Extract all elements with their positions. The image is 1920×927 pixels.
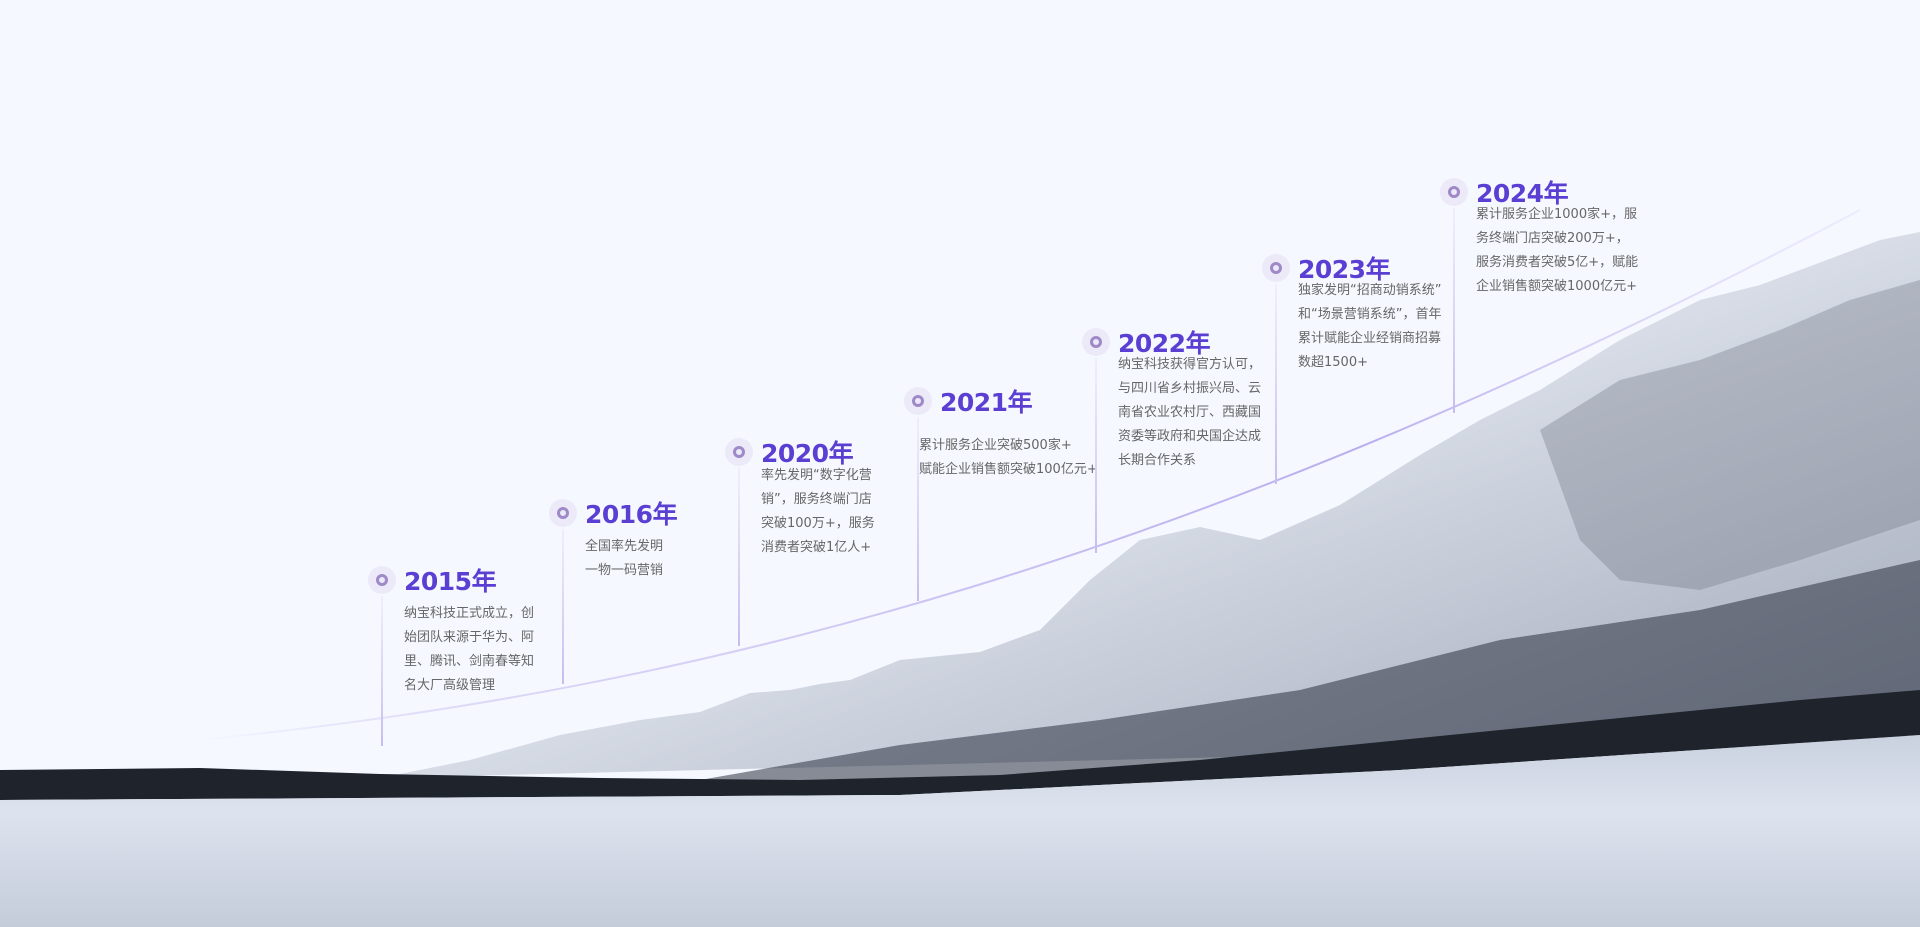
timeline-marker-icon [1082, 328, 1110, 356]
milestone-description: 纳宝科技正式成立，创 始团队来源于华为、阿 里、腾讯、剑南春等知 名大厂高级管理 [404, 606, 535, 693]
milestone-description: 纳宝科技获得官方认可， 与四川省乡村振兴局、云 南省农业农村厅、西藏国 资委等政… [1118, 357, 1262, 468]
timeline-connector-line [917, 417, 919, 601]
timeline-connector-line [738, 468, 740, 646]
timeline-connector-line [381, 596, 383, 746]
milestone-description: 率先发明“数字化营 销”，服务终端门店 突破100万+，服务 消费者突破1亿人+ [761, 468, 875, 555]
milestone-year: 2024年 [1476, 179, 1569, 208]
timeline-connector-line [1453, 208, 1455, 413]
milestone-year: 2022年 [1118, 329, 1211, 358]
milestone-year: 2023年 [1298, 255, 1391, 284]
milestone-year: 2021年 [940, 388, 1033, 417]
timeline-connector-line [1275, 284, 1277, 484]
timeline-connector-line [1095, 358, 1097, 553]
milestone-description: 累计服务企业突破500家+ 赋能企业销售额突破100亿元+ [919, 438, 1098, 477]
timeline-marker-icon [549, 499, 577, 527]
timeline-marker-icon [725, 438, 753, 466]
milestone-description: 全国率先发明 一物一码营销 [585, 539, 664, 578]
timeline-marker-icon [1440, 178, 1468, 206]
timeline-marker-icon [904, 387, 932, 415]
timeline-connector-line [562, 529, 564, 684]
growth-curve [199, 209, 1861, 741]
milestone-description: 独家发明“招商动销系统” 和“场景营销系统”，首年 累计赋能企业经销商招募 数超… [1298, 283, 1442, 370]
milestone-description: 累计服务企业1000家+，服 务终端门店突破200万+， 服务消费者突破5亿+，… [1476, 207, 1639, 294]
milestone-year: 2015年 [404, 567, 497, 596]
timeline-marker-icon [1262, 254, 1290, 282]
milestone-year: 2020年 [761, 439, 854, 468]
milestone-year: 2016年 [585, 500, 678, 529]
timeline-marker-icon [368, 566, 396, 594]
